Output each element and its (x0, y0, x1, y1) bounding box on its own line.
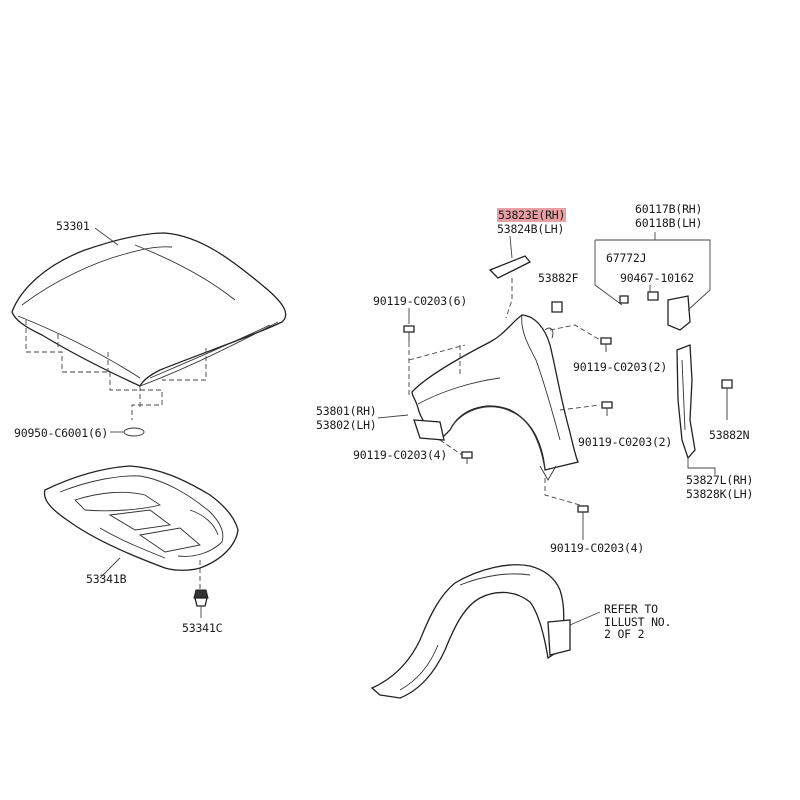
label-seal-lh: 53828K(LH) (686, 487, 754, 501)
label-bolt-front: 90119-C0203(4) (353, 448, 448, 462)
fender-liner-part (370, 564, 601, 699)
fender-seal-part (488, 235, 532, 319)
label-fender-seal-rh: 53823E(RH) (497, 208, 567, 222)
label-fender-lh: 53802(LH) (316, 418, 377, 432)
label-screw-90467: 90467-10162 (620, 271, 694, 285)
label-bracket-rh: 60117B(RH) (635, 202, 703, 216)
clip-67772j-part (551, 291, 659, 313)
label-seal-rh: 53827L(RH) (686, 473, 754, 487)
label-bracket-lh: 60118B(LH) (635, 216, 703, 230)
label-engine-under-cover: 53341B (86, 572, 127, 586)
refer-note-line-1: REFER TO (604, 602, 658, 616)
label-bolt-mid-right: 90119-C0203(2) (578, 435, 673, 449)
refer-note-line-3: 2 OF 2 (604, 627, 645, 641)
label-clip-53882n: 53882N (709, 428, 750, 442)
front-fender-part (377, 314, 579, 481)
engine-under-cover-part (43, 465, 239, 590)
refer-note: REFER TO ILLUST NO. 2 OF 2 (604, 603, 671, 641)
label-under-cover-clip: 53341C (182, 621, 223, 635)
refer-note-line-2: ILLUST NO. (604, 614, 672, 629)
under-cover-clip-part (193, 589, 209, 618)
label-bolt-top-left: 90119-C0203(6) (373, 294, 468, 308)
bolt-bottom (544, 478, 589, 540)
bolt-mid-right (559, 401, 613, 416)
side-seal-part (676, 344, 733, 475)
label-hood-cushion: 90950-C6001(6) (14, 426, 109, 440)
label-clip-67772j: 67772J (606, 251, 647, 265)
bracket-part (594, 232, 711, 331)
label-hood: 53301 (56, 219, 90, 233)
hood-part (11, 227, 287, 437)
label-fender-seal-lh: 53824B(LH) (497, 222, 565, 236)
label-bolt-bottom: 90119-C0203(4) (550, 541, 645, 555)
bolt-top-right (549, 324, 612, 352)
bolt-front (439, 439, 473, 464)
bolt-top-left (403, 308, 466, 395)
label-fender-rh: 53801(RH) (316, 404, 377, 418)
label-bolt-top-right: 90119-C0203(2) (573, 360, 668, 374)
label-clip-53882f: 53882F (538, 271, 579, 285)
